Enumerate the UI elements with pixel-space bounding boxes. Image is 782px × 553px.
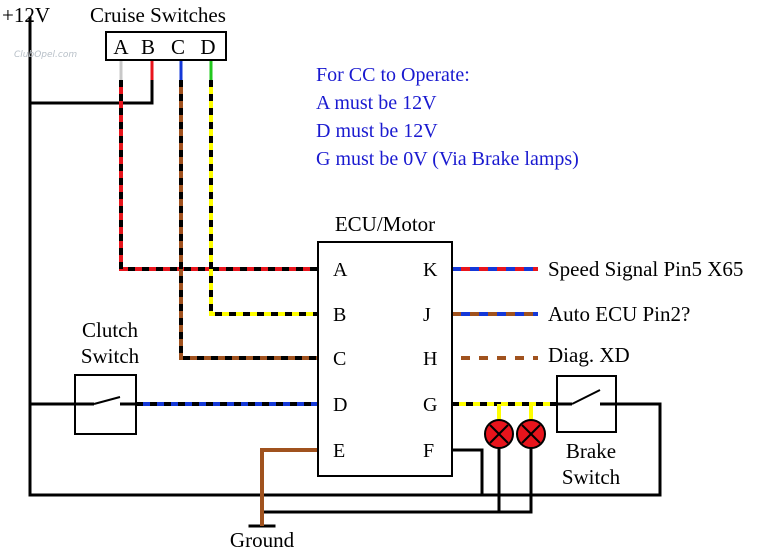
wire-red-black [119, 80, 318, 271]
clutch-switch-contact [93, 396, 121, 405]
cruise-switch-connector: A B C D [105, 31, 227, 61]
ecu-pin-k: K [423, 259, 438, 281]
supply-label: +12V [2, 3, 50, 27]
ecu-pin-d: D [333, 394, 347, 416]
clutch-switch: Clutch Switch [74, 318, 140, 435]
watermark: ClubOpel.com [14, 50, 77, 60]
note-line-2: A must be 12V [316, 92, 437, 114]
brake-switch-contact [571, 389, 601, 405]
ecu-box [317, 241, 453, 477]
ecu-pin-h: H [423, 348, 437, 370]
ecu-title: ECU/Motor [335, 212, 435, 236]
ecu-pin-f: F [423, 440, 434, 462]
output-label-j: Auto ECU Pin2? [548, 302, 690, 326]
note-line-4: G must be 0V (Via Brake lamps) [316, 148, 579, 170]
switch-terminal-d: D [200, 35, 215, 59]
output-label-k: Speed Signal Pin5 X65 [548, 257, 743, 281]
brake-switch: Brake Switch [556, 375, 621, 489]
cruise-switch-stubs [119, 60, 213, 80]
operating-notes: For CC to Operate: A must be 12V D must … [316, 64, 579, 170]
switch-terminal-a: A [113, 35, 129, 59]
wire-brown-black [179, 80, 318, 360]
ecu-pin-g: G [423, 394, 437, 416]
brake-switch-label-1: Brake [566, 439, 616, 463]
wire-yellow-black [209, 80, 318, 316]
brake-lamp-1 [484, 419, 514, 449]
cruise-switches-title: Cruise Switches [90, 3, 226, 27]
brake-switch-label-2: Switch [562, 465, 621, 489]
switch-terminal-b: B [141, 35, 155, 59]
ecu-pin-a: A [333, 259, 348, 281]
ecu-pin-e: E [333, 440, 345, 462]
output-label-h: Diag. XD [548, 343, 630, 367]
note-line-3: D must be 12V [316, 120, 438, 142]
ecu-pin-j: J [423, 304, 431, 326]
ecu-pin-c: C [333, 348, 346, 370]
wire-brown-ground [260, 448, 318, 526]
wire-yellow-black-brake [452, 402, 557, 420]
ecu-pin-b: B [333, 304, 346, 326]
switch-terminal-c: C [171, 35, 185, 59]
clutch-switch-label-2: Switch [81, 344, 140, 368]
brake-lamp-2 [516, 419, 546, 449]
note-line-1: For CC to Operate: [316, 64, 470, 86]
clutch-switch-label-1: Clutch [82, 318, 138, 342]
ground-label: Ground [230, 528, 295, 552]
ecu-block: ECU/Motor A B C D E K J H G F [317, 212, 453, 477]
